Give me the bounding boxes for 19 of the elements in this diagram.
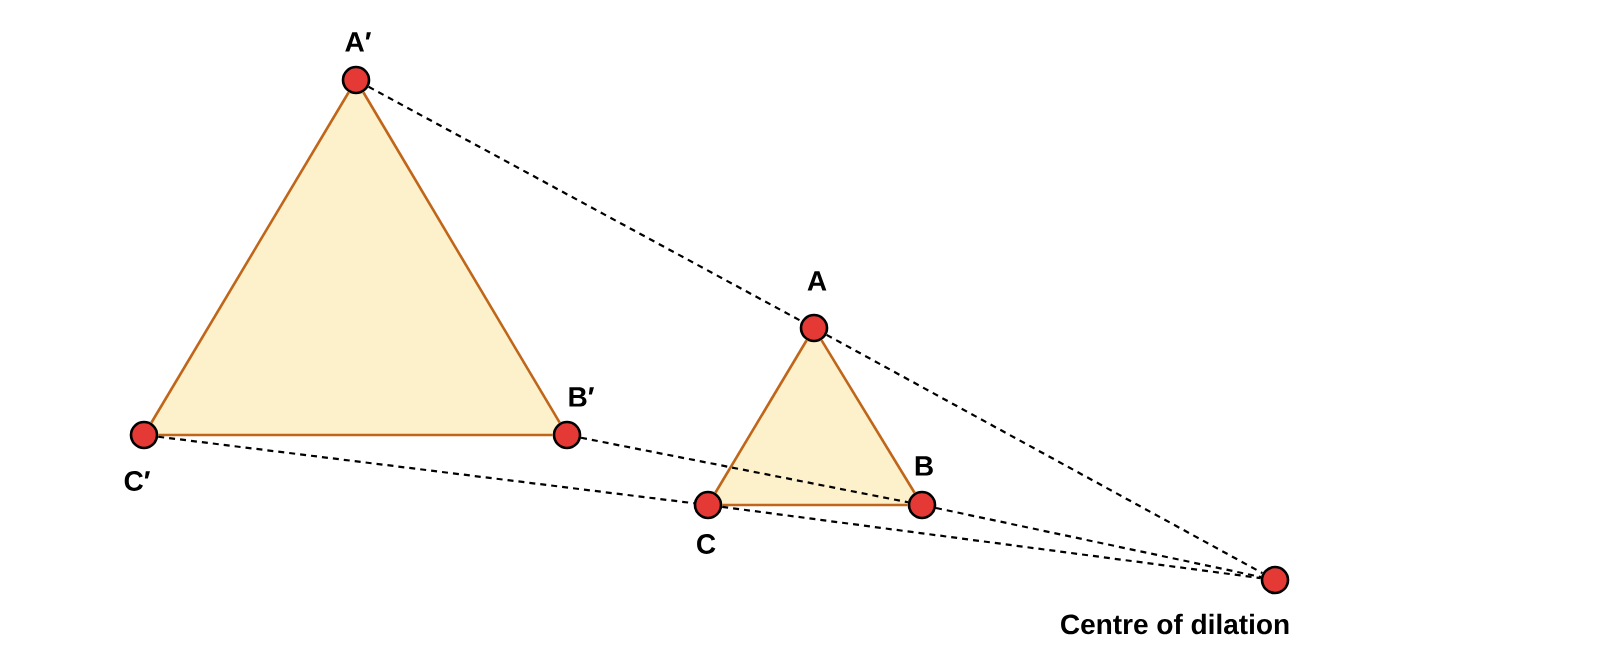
point-label: A′ [345, 32, 371, 52]
point-label: B [915, 456, 933, 476]
triangle-side [714, 339, 808, 494]
dashed-line [935, 506, 1262, 579]
point-label: C′ [124, 471, 150, 491]
dashed-line [368, 85, 802, 323]
point-label: B′ [569, 387, 594, 407]
point-label: C [697, 534, 716, 554]
dashed-line [722, 505, 1261, 580]
triangle-side [362, 91, 561, 424]
triangle-side [820, 339, 916, 494]
point-label: A [807, 271, 827, 291]
dashed-line [580, 436, 909, 504]
triangle-side [150, 91, 350, 424]
dashed-line [826, 333, 1263, 575]
triangle-side [722, 503, 908, 507]
triangle-side [158, 433, 553, 437]
point-label: Centre of dilation [1061, 613, 1289, 635]
dashed-line [158, 435, 694, 505]
